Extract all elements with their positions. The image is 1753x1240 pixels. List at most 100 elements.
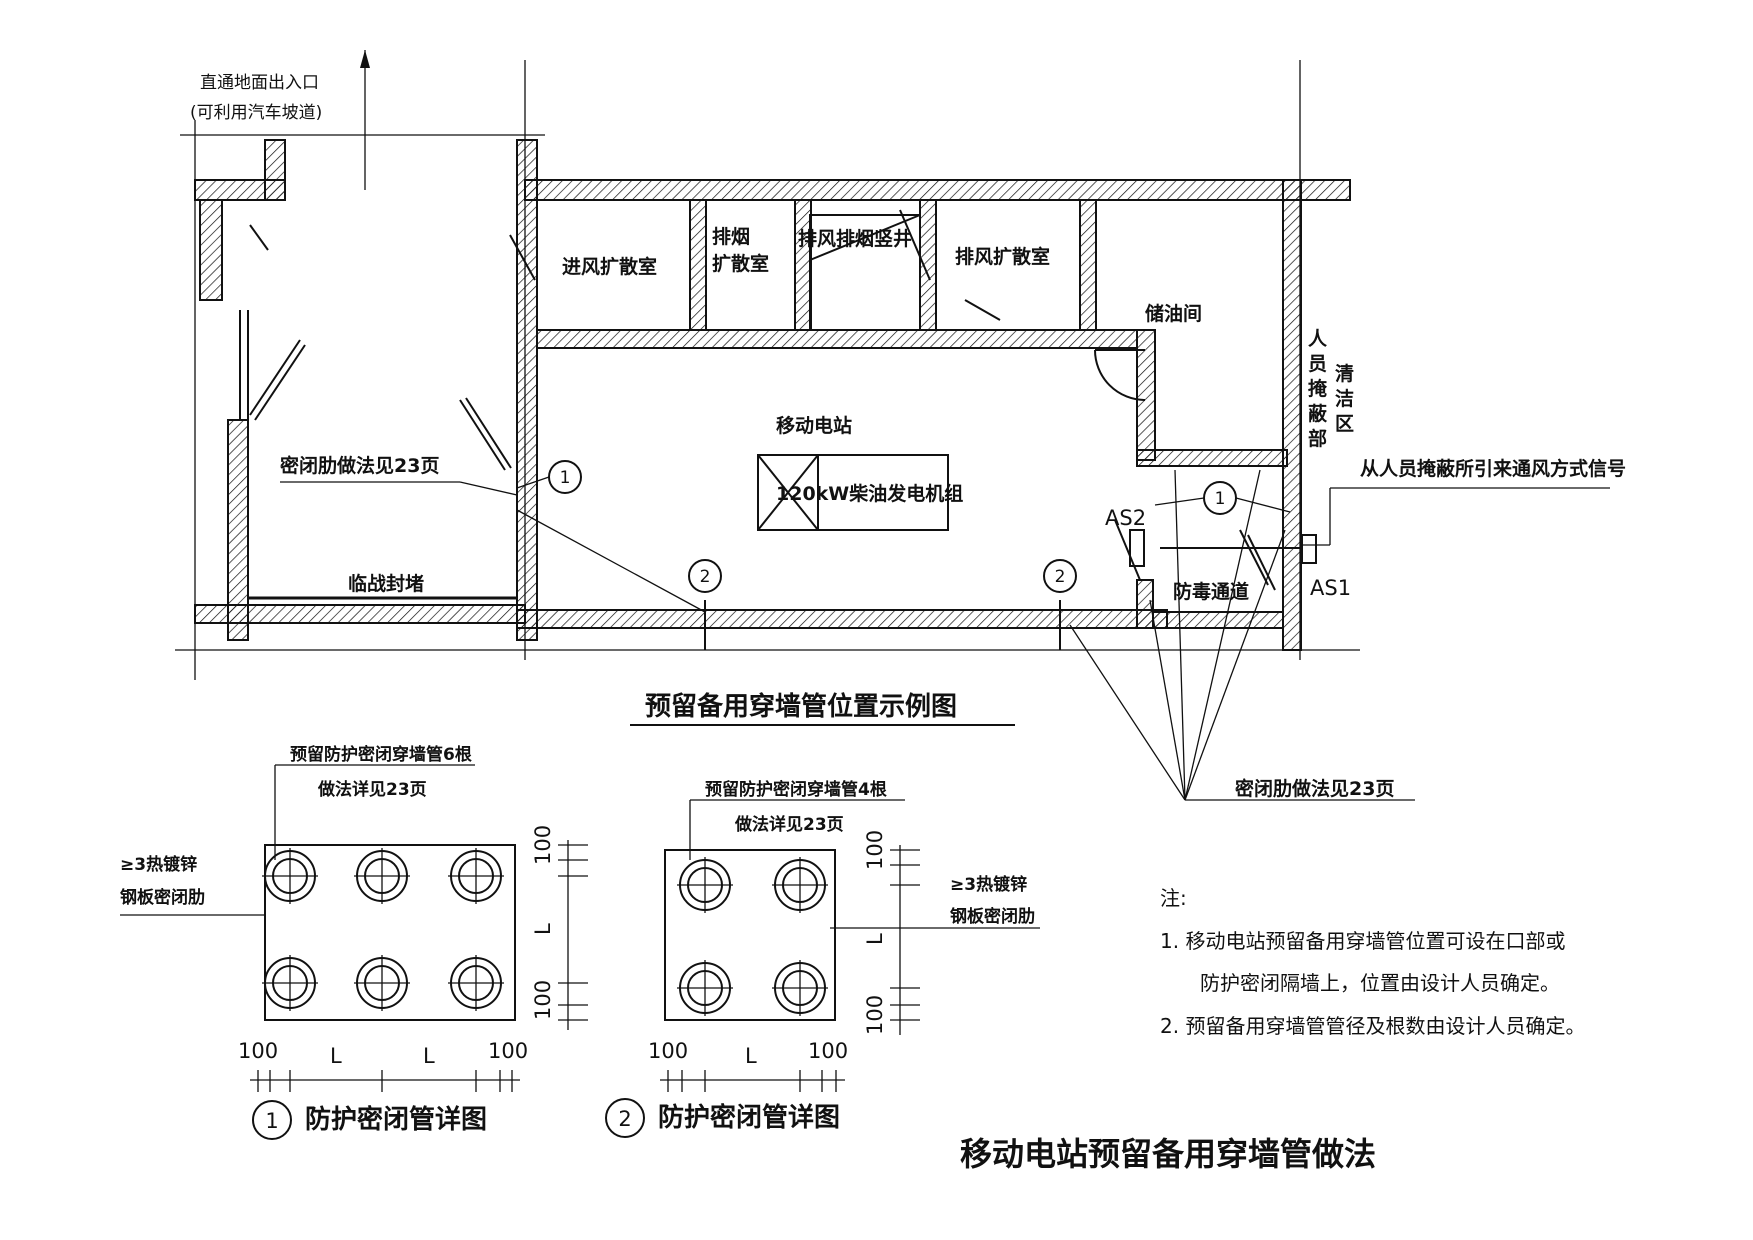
detail2-note-2: 做法详见23页: [734, 814, 844, 835]
note-1b: 防护密闭隔墙上，位置由设计人员确定。: [1200, 971, 1560, 995]
main-title: 移动电站预留备用穿墙管做法: [960, 1135, 1376, 1173]
leader-line: [459, 481, 518, 496]
door-leaf: [465, 397, 512, 469]
dim-100: 100: [808, 1039, 848, 1063]
shelter-label-4: 蔽: [1308, 403, 1328, 425]
wall-pipe: [448, 848, 504, 904]
detail2-caption: 防护密闭管详图: [658, 1102, 840, 1133]
wall-pipe: [772, 960, 828, 1016]
leader-line: [1184, 529, 1286, 801]
notes: 注: 1. 移动电站预留备用穿墙管位置可设在口部或 防护密闭隔墙上，位置由设计人…: [1160, 886, 1585, 1038]
door-leaf: [964, 299, 1001, 321]
leader-line: [1069, 624, 1186, 801]
dim-100: 100: [531, 980, 555, 1020]
note-2: 2. 预留备用穿墙管管径及根数由设计人员确定。: [1160, 1014, 1585, 1038]
door-arc: [1094, 349, 1146, 401]
dim-L: L: [330, 1044, 342, 1068]
wall-pipe: [262, 848, 318, 904]
detail-1: 预留防护密闭穿墙管6根 做法详见23页 ≥3热镀锌 钢板密闭肋 100 L 10…: [120, 744, 588, 1140]
wall: [264, 139, 286, 201]
wall: [516, 609, 1168, 629]
detail1-note-1: 预留防护密闭穿墙管6根: [290, 744, 472, 765]
callout-2-num: 2: [700, 567, 711, 587]
room-gas-proof-passage: 防毒通道: [1173, 580, 1249, 603]
signal-note: 从人员掩蔽所引来通风方式信号: [1360, 457, 1626, 480]
door-leaf: [459, 399, 506, 471]
wall-pipe: [448, 955, 504, 1011]
leader-line: [1154, 497, 1205, 506]
detail1-num: 1: [265, 1109, 278, 1133]
callout-1-num: 1: [560, 468, 571, 488]
dim-100: 100: [238, 1039, 278, 1063]
dim-100: 100: [488, 1039, 528, 1063]
shelter-label-5: 部: [1308, 427, 1327, 450]
callout-2-num: 2: [1055, 567, 1066, 587]
shelter-label-1: 人: [1308, 328, 1328, 350]
wall: [1152, 611, 1284, 629]
clean-label-1: 清: [1335, 362, 1354, 385]
exhaust-shaft-box: [809, 214, 921, 331]
wall: [1136, 449, 1288, 467]
dim-100: 100: [531, 825, 555, 865]
entrance-label-2: (可利用汽车坡道): [190, 103, 322, 123]
detail1-caption: 防护密闭管详图: [305, 1104, 487, 1135]
door-leaf: [254, 344, 306, 421]
dim-L: L: [531, 923, 555, 935]
detail2-plate-1: ≥3热镀锌: [950, 874, 1027, 895]
as2-label: AS2: [1105, 506, 1146, 530]
door-leaf: [249, 339, 301, 416]
wall: [524, 179, 1351, 201]
room-smoke-diffusion-1: 排烟: [712, 225, 750, 248]
leader-line: [1184, 469, 1261, 801]
detail2-num-circle: [605, 1098, 645, 1138]
callout-2-circle: [1043, 559, 1077, 593]
room-oil-storage: 储油间: [1145, 302, 1202, 325]
detail2-num: 2: [618, 1107, 631, 1131]
door-leaf: [249, 224, 269, 251]
seal-plate-4: [664, 849, 836, 1021]
as2-box: [1129, 529, 1145, 567]
callout-2-circle: [688, 559, 722, 593]
entrance-arrow-head: [360, 50, 370, 68]
dim-100: 100: [863, 995, 887, 1035]
wall-pipe: [677, 960, 733, 1016]
shaft-diagonal: [809, 214, 921, 261]
leader-line: [516, 509, 706, 613]
as1-box: [1301, 534, 1317, 564]
door-leaf: [1114, 519, 1141, 581]
dim-L: L: [745, 1044, 757, 1068]
seal-rib-note-right: 密闭肋做法见23页: [1235, 777, 1394, 800]
callout-1-num: 1: [1215, 489, 1226, 509]
wall: [1282, 179, 1302, 651]
detail1-plate-2: 钢板密闭肋: [120, 887, 205, 908]
room-exhaust-shaft: 排风排烟竖井: [798, 227, 912, 250]
notes-head: 注:: [1160, 886, 1187, 910]
wall-pipe: [677, 857, 733, 913]
dim-L: L: [863, 933, 887, 945]
wall-pipe: [262, 955, 318, 1011]
wall-pipe: [354, 848, 410, 904]
room-intake-diffusion: 进风扩散室: [562, 255, 657, 278]
generator-label: 120kW柴油发电机组: [776, 482, 963, 505]
plan-title: 预留备用穿墙管位置示例图: [645, 691, 957, 722]
entrance-label-1: 直通地面出入口: [200, 73, 319, 93]
wall: [919, 199, 937, 331]
clean-label-2: 洁: [1335, 387, 1354, 410]
clean-label-3: 区: [1335, 413, 1354, 435]
dim-100: 100: [863, 830, 887, 870]
shelter-label-3: 掩: [1308, 377, 1328, 400]
as1-label: AS1: [1310, 576, 1351, 600]
detail1-note-2: 做法详见23页: [317, 779, 427, 800]
detail2-plate-2: 钢板密闭肋: [950, 906, 1035, 927]
wall: [227, 419, 249, 641]
seal-rib-note-left: 密闭肋做法见23页: [280, 454, 439, 477]
detail1-plate-1: ≥3热镀锌: [120, 854, 197, 875]
seal-plate-6: [264, 844, 516, 1021]
wall: [536, 329, 1138, 349]
wall: [516, 139, 538, 641]
door-leaf: [1247, 534, 1276, 591]
room-smoke-diffusion-2: 扩散室: [712, 252, 769, 275]
leader-line: [1174, 469, 1186, 801]
leader-line: [516, 476, 550, 489]
